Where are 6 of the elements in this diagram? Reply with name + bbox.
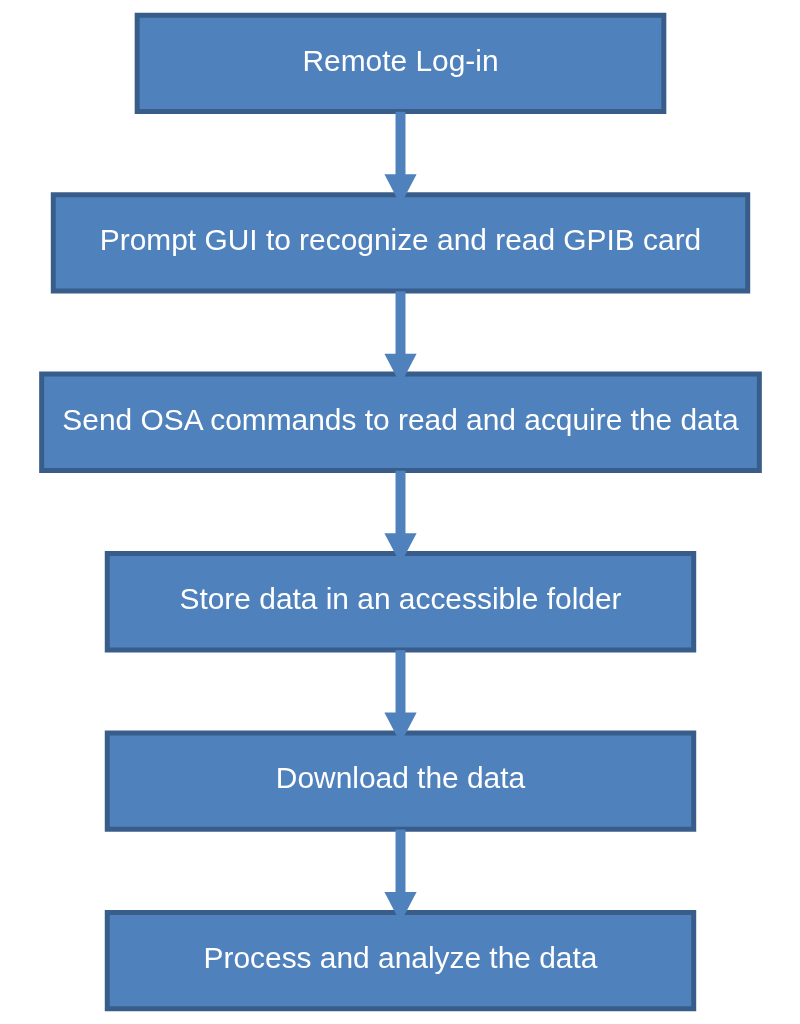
node-box: Send OSA commands to read and acquire the data	[38, 371, 762, 473]
node-box: Download the data	[104, 730, 696, 832]
node-box: Store data in an accessible folder	[104, 551, 696, 653]
node-box: Process and analyze the data	[104, 909, 696, 1012]
node-box: Prompt GUI to recognize and read GPIB card	[50, 192, 750, 294]
node-box: Remote Log-in	[134, 12, 666, 115]
